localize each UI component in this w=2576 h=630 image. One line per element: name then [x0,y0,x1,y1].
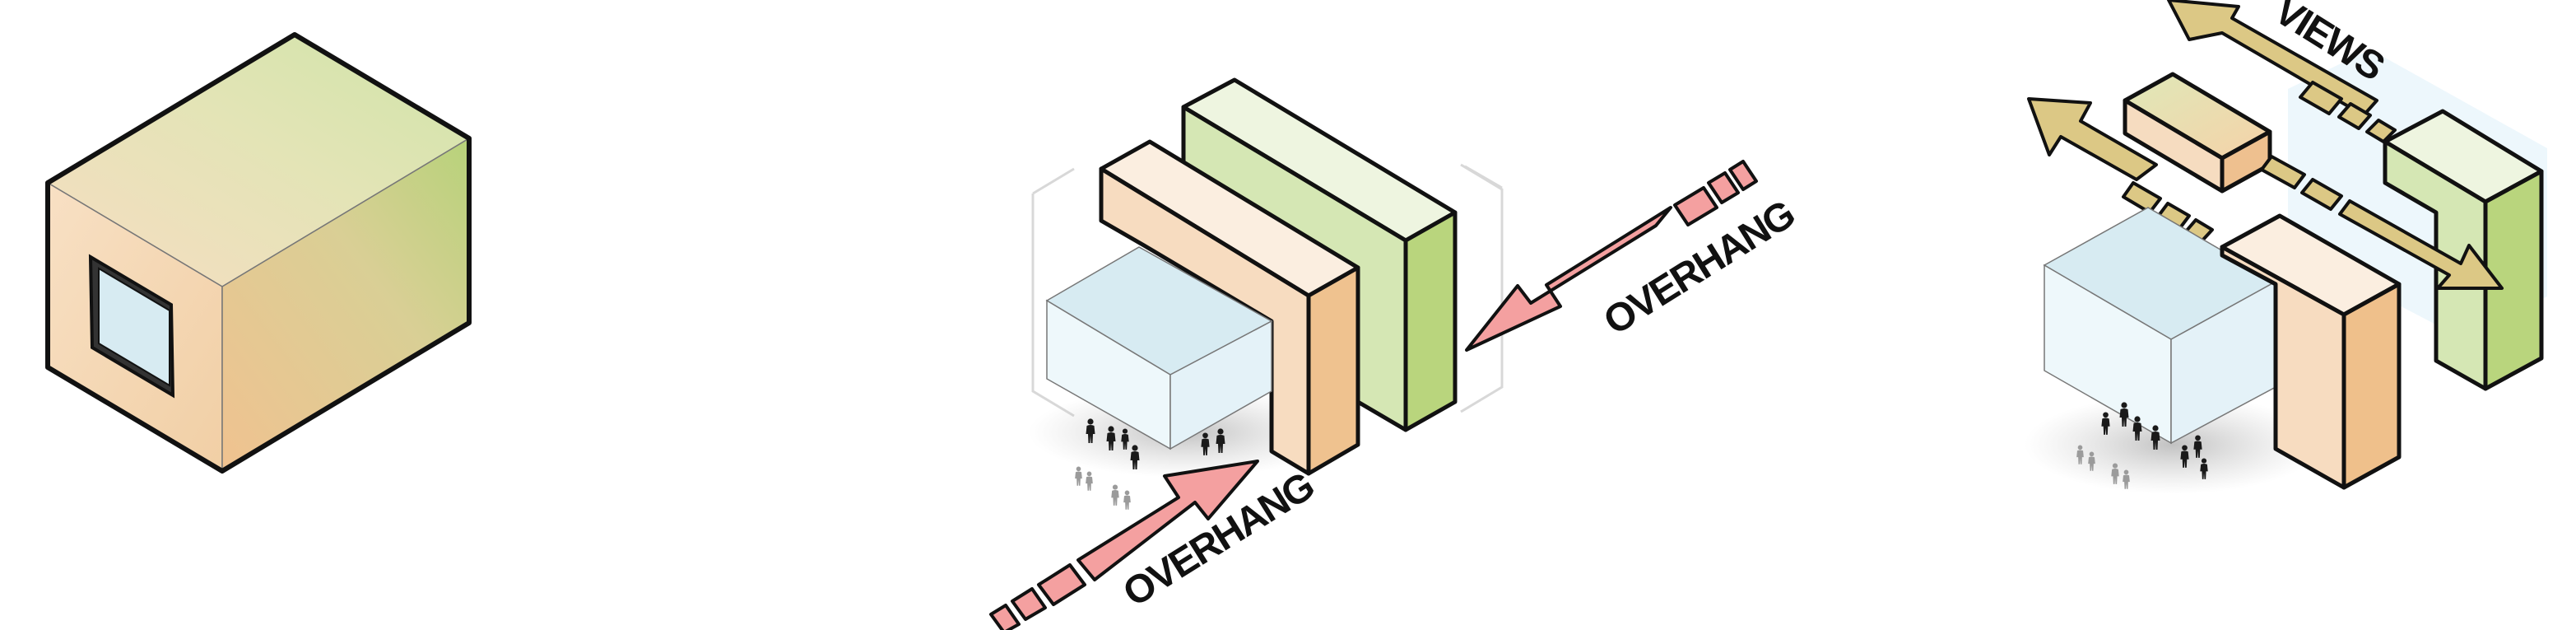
peach-frame [1099,139,1360,476]
green-volume [2383,109,2544,391]
views-volumes: VIEWS [2025,0,2547,494]
volume-outline [45,32,472,474]
overhang-box [1045,246,1273,450]
blue-volume [2043,207,2277,445]
basic-volume [45,32,472,474]
overhang-volumes: OVERHANG OVERHANG [989,77,1802,630]
window-glass [98,267,170,387]
views-arrow [2167,0,2397,143]
small-volume [2123,72,2272,194]
overhang-arrow-bottom [989,460,1259,630]
ground-shadow [2025,395,2321,494]
peach-volume [2220,213,2402,490]
green-frame [1181,77,1458,432]
views-through-arrow [2027,97,2504,290]
overhang-arrow-top [1465,160,1758,352]
